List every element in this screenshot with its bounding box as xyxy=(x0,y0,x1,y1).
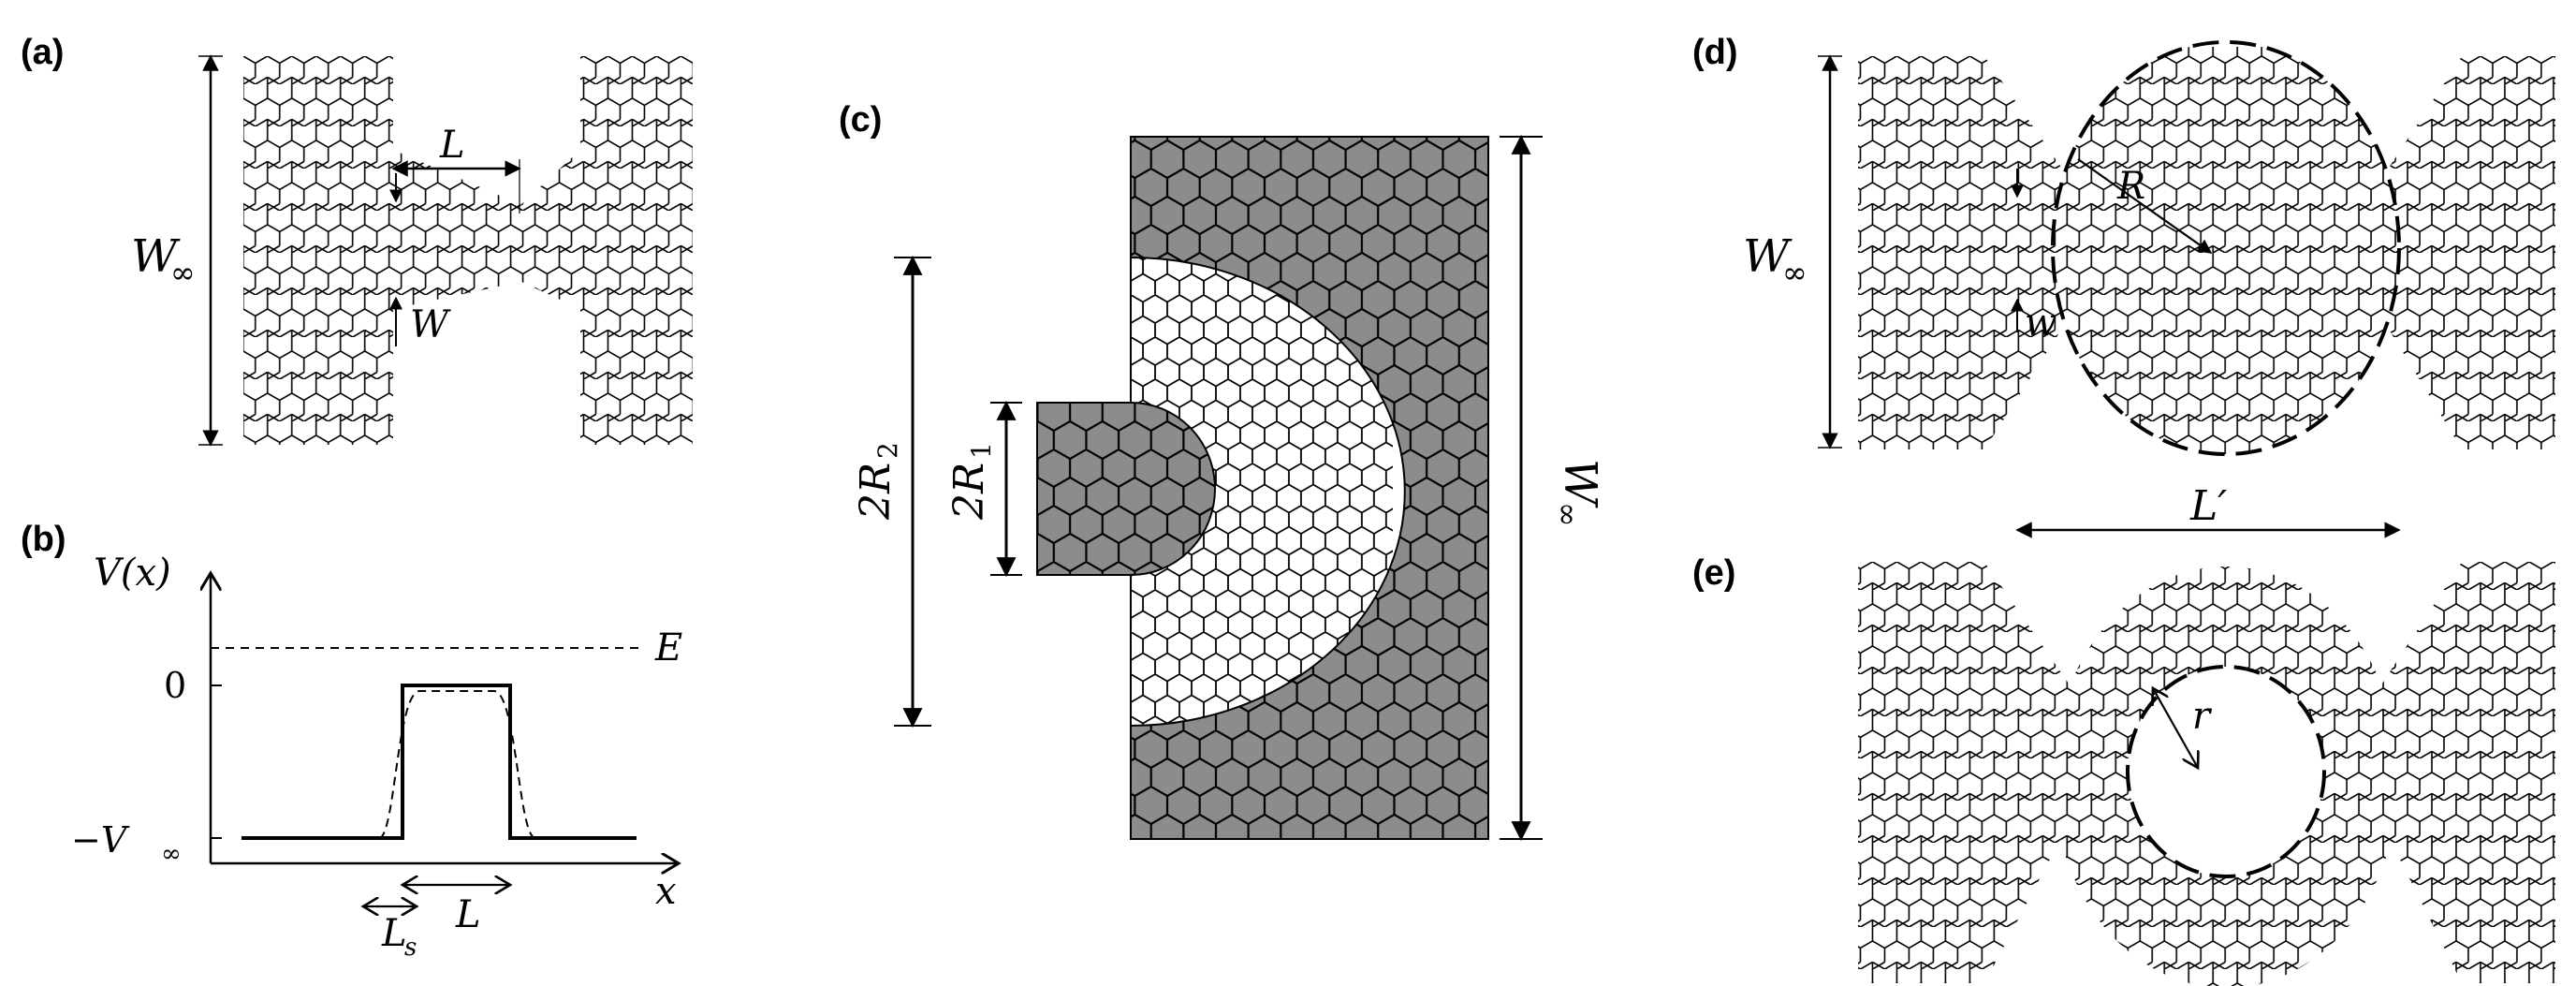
w-inf-label-c: W xyxy=(1554,459,1606,508)
L-label-a: L xyxy=(439,124,465,167)
2R1-label-c: 2R xyxy=(945,463,993,521)
panel-c: (c) 2R 2 2R 1 W ∞ xyxy=(839,100,1606,842)
w-inf-label-d: W xyxy=(1743,230,1793,283)
W-label-a: W xyxy=(410,303,451,346)
panel-d-label: (d) xyxy=(1692,33,1738,72)
w-inf-label-a: W xyxy=(131,230,181,283)
2R2-dimension-c: 2R 2 xyxy=(852,255,931,728)
2R1-dimension-c: 2R 1 xyxy=(945,400,1022,578)
R-dimension-d: R xyxy=(2077,158,2213,254)
Ls-label-b: L xyxy=(381,912,407,955)
Lprime-dimension-d: L′ xyxy=(2015,482,2401,538)
2R2-label-c: 2R xyxy=(852,463,900,521)
x-axis-label-b: x xyxy=(655,870,677,913)
panel-c-label: (c) xyxy=(839,100,882,140)
panel-e-lattice xyxy=(1858,562,2555,986)
R-label-d: R xyxy=(2116,165,2145,208)
w-inf-sub-d: ∞ xyxy=(1782,255,1808,290)
energy-label-b: E xyxy=(654,626,682,670)
panel-a-lattice xyxy=(243,56,693,445)
panel-d-lattice xyxy=(1858,47,2555,454)
w-dimension-d: w xyxy=(2011,169,2056,345)
panel-b: (b) V(x) x E 0 −V ∞ L L s xyxy=(21,520,682,962)
w-inf-dimension-a: W ∞ xyxy=(131,54,223,447)
w-inf-dimension-c: W ∞ xyxy=(1500,134,1606,842)
Ls-sub-b: s xyxy=(404,934,417,962)
w-inf-sub-c: ∞ xyxy=(1550,502,1586,527)
panel-b-label: (b) xyxy=(21,520,66,559)
2R1-sub-c: 1 xyxy=(966,442,997,459)
dashed-circle-d xyxy=(2051,40,2401,456)
panel-e-label: (e) xyxy=(1692,553,1735,593)
W-dimension-a: W xyxy=(389,173,451,346)
L-dimension-a: L xyxy=(391,124,521,213)
panel-a-label: (a) xyxy=(21,33,64,72)
panel-a: (a) W ∞ L W xyxy=(21,33,693,447)
tick-zero-b: 0 xyxy=(164,665,186,706)
w-inf-dimension-d: W ∞ xyxy=(1743,54,1842,449)
panel-d: (d) W ∞ R w L′ xyxy=(1692,33,2555,538)
tick-minus-V-sub-b: ∞ xyxy=(161,840,182,868)
L-label-b: L xyxy=(455,893,481,936)
dashed-hole-e xyxy=(2126,665,2326,878)
2R2-sub-c: 2 xyxy=(872,442,903,459)
r-dimension-e: r xyxy=(2153,688,2213,768)
tick-minus-V-b: −V xyxy=(71,819,130,861)
w-label-d: w xyxy=(2025,302,2056,345)
panel-e: (e) r xyxy=(1692,553,2555,986)
Lprime-label-d: L′ xyxy=(2189,482,2227,530)
potential-step-b xyxy=(242,684,637,840)
y-axis-label-b: V(x) xyxy=(94,552,171,595)
lead-lattice-c xyxy=(1037,403,1215,575)
r-label-e: r xyxy=(2192,695,2213,738)
w-inf-sub-a: ∞ xyxy=(170,255,196,290)
